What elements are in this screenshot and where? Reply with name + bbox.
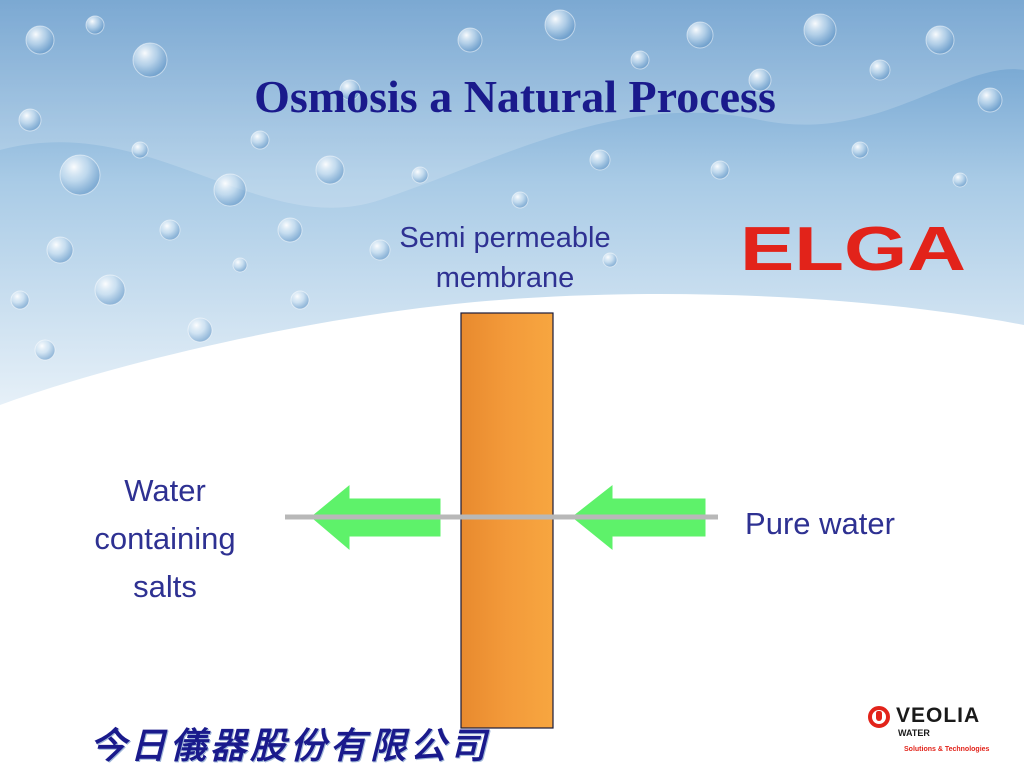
veolia-logo: VEOLIA WATER Solutions & Technologies	[866, 696, 996, 760]
veolia-logo-sub: WATER	[898, 728, 930, 738]
elga-logo-text: ELGA	[740, 218, 966, 276]
pure-water-label: Pure water	[745, 506, 895, 541]
veolia-logo-tagline: Solutions & Technologies	[904, 746, 990, 753]
veolia-logo-name: VEOLIA	[896, 704, 981, 727]
slide-title: Osmosis a Natural Process	[254, 71, 776, 122]
company-name: 今日儀器股份有限公司	[90, 725, 491, 766]
veolia-drop-icon	[868, 706, 890, 728]
veolia-drop-inner-icon	[876, 711, 882, 721]
salt-water-label: Water containing salts	[60, 467, 270, 611]
membrane-label-line-1: Semi permeable	[399, 222, 611, 254]
membrane-label-line-2: membrane	[435, 262, 575, 294]
salt-water-label-line-1: Water	[124, 473, 206, 508]
semi-permeable-membrane	[460, 312, 554, 729]
membrane-label: Semi permeable membrane	[355, 218, 655, 298]
salt-water-label-line-2: containing	[94, 521, 236, 556]
elga-logo: ELGA	[740, 218, 966, 276]
salt-water-label-line-3: salts	[133, 569, 197, 604]
